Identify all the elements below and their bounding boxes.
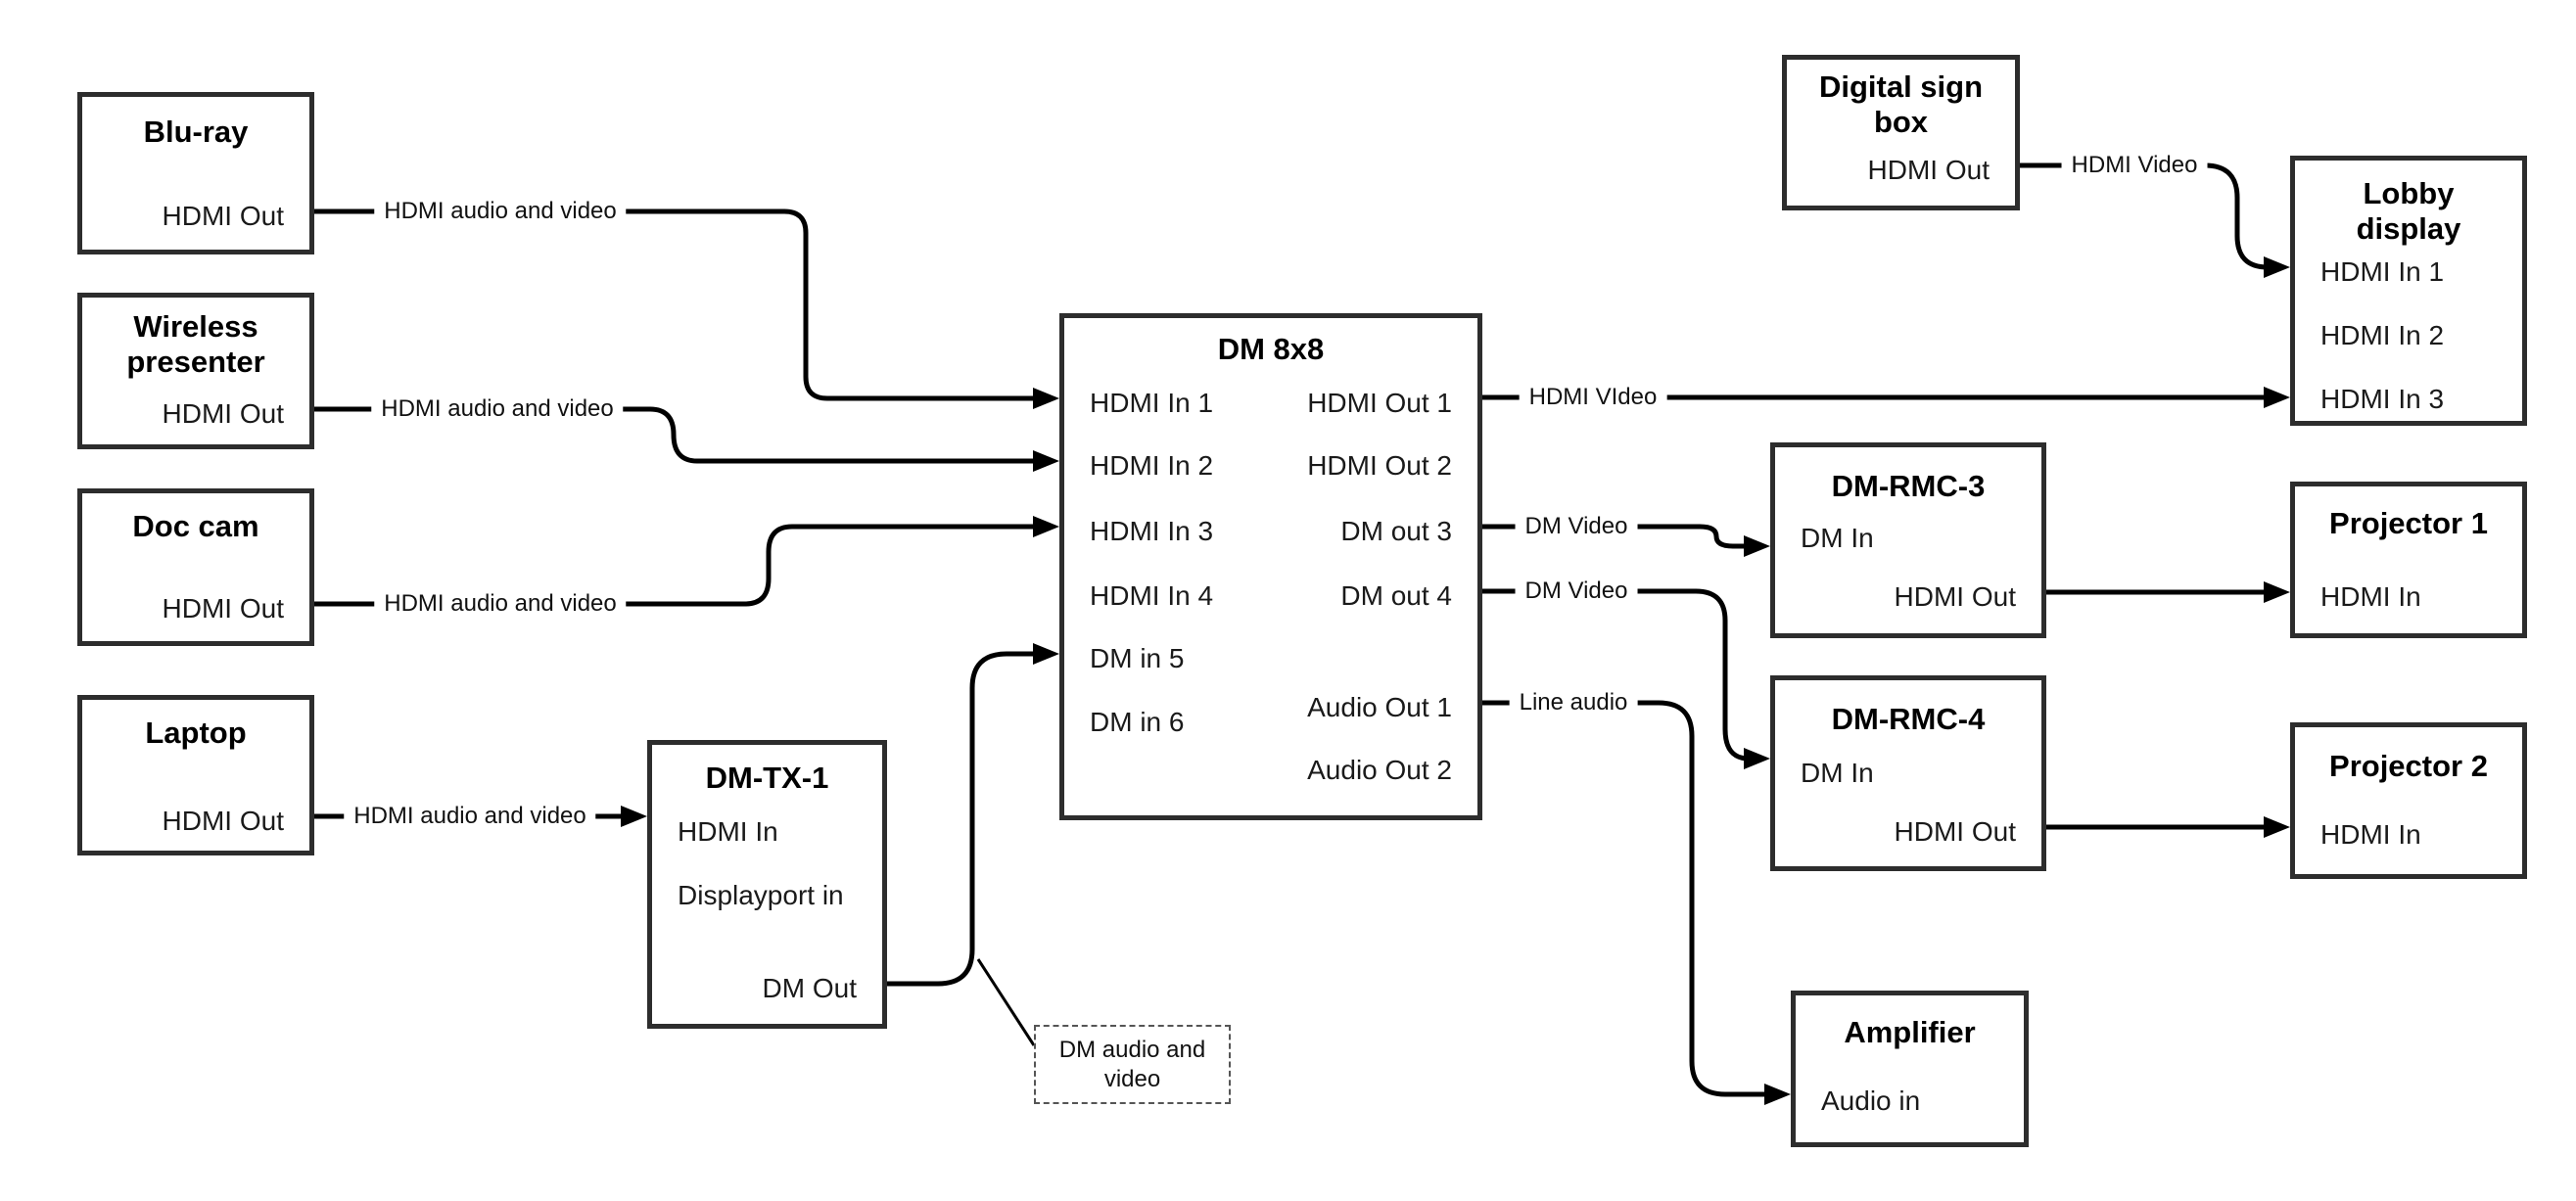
arrowhead	[1033, 643, 1059, 665]
port-displayport-in: Displayport in	[678, 880, 844, 910]
arrowhead	[621, 806, 647, 827]
node-title: DM-TX-1	[705, 761, 829, 795]
node-title: DM-RMC-3	[1831, 469, 1986, 503]
port-hdmi-out: HDMI Out	[1867, 155, 1990, 185]
annotation-leader-line	[976, 958, 1036, 1046]
node-title: Digital sign box	[1818, 69, 1984, 139]
node-title: Doc cam	[132, 509, 259, 543]
node-amplifier: Amplifier Audio in	[1791, 991, 2029, 1147]
arrowhead	[1033, 450, 1059, 472]
port-hdmi-out: HDMI Out	[162, 806, 284, 836]
annotation-text: DM audio and video	[1058, 1036, 1206, 1092]
node-bluray: Blu-ray HDMI Out	[77, 92, 314, 254]
port-dm-out: DM Out	[762, 973, 857, 1003]
arrowhead	[1764, 1084, 1791, 1105]
port-dm-out-3: DM out 3	[1340, 516, 1452, 546]
wire-dmout4-to-rmc4	[1482, 588, 1750, 762]
port-hdmi-in-3: HDMI In 3	[2320, 384, 2445, 414]
node-title: DM 8x8	[1217, 332, 1325, 366]
node-laptop: Laptop HDMI Out	[77, 695, 314, 855]
port-hdmi-in: HDMI In	[678, 816, 778, 847]
wire-label-hdmi-audio-video-4: HDMI audio and video	[344, 802, 596, 831]
wire-label-dm-video-2: DM Video	[1515, 577, 1638, 606]
node-title: Projector 2	[2329, 749, 2488, 783]
arrowhead	[1744, 748, 1770, 769]
node-dm-rmc-3: DM-RMC-3 DM In HDMI Out	[1770, 442, 2046, 638]
node-title: Amplifier	[1844, 1015, 1976, 1049]
port-hdmi-out: HDMI Out	[162, 398, 284, 429]
node-title: Projector 1	[2329, 506, 2488, 540]
node-dm-tx-1: DM-TX-1 HDMI In Displayport in DM Out	[647, 740, 887, 1029]
wire-label-hdmi-video-sign: HDMI Video	[2061, 151, 2208, 180]
port-hdmi-in: HDMI In	[2320, 581, 2421, 612]
node-title: DM-RMC-4	[1831, 702, 1986, 736]
wire-label-hdmi-audio-video-2: HDMI audio and video	[371, 394, 624, 424]
wire-label-line-audio: Line audio	[1509, 688, 1638, 717]
port-audio-out-1: Audio Out 1	[1307, 692, 1452, 722]
port-audio-out-2: Audio Out 2	[1307, 755, 1452, 785]
annotation-dm-audio-video: DM audio and video	[1034, 1025, 1231, 1104]
node-lobby-display: Lobby display HDMI In 1 HDMI In 2 HDMI I…	[2290, 156, 2527, 426]
wire-digitalsign-to-lobby	[2020, 162, 2269, 270]
node-title: Lobby display	[2356, 176, 2461, 246]
port-dm-in: DM In	[1801, 523, 1874, 553]
arrowhead	[2264, 816, 2290, 838]
port-hdmi-in-2: HDMI In 2	[1090, 450, 1214, 481]
node-doc-cam: Doc cam HDMI Out	[77, 488, 314, 646]
port-hdmi-in-3: HDMI In 3	[1090, 516, 1214, 546]
port-audio-in: Audio in	[1821, 1086, 1921, 1116]
port-dm-in-5: DM in 5	[1090, 643, 1185, 673]
port-dm-in-6: DM in 6	[1090, 707, 1185, 737]
port-hdmi-out-1: HDMI Out 1	[1307, 388, 1452, 418]
port-hdmi-out: HDMI Out	[1894, 816, 2016, 847]
wire-label-hdmi-video-out1: HDMI VIdeo	[1519, 383, 1667, 412]
port-hdmi-in-4: HDMI In 4	[1090, 580, 1214, 611]
port-dm-in: DM In	[1801, 758, 1874, 788]
arrowhead	[1744, 535, 1770, 557]
arrowhead	[1033, 388, 1059, 409]
arrowhead	[2264, 387, 2290, 408]
node-title: Wireless presenter	[126, 309, 265, 379]
port-hdmi-in-2: HDMI In 2	[2320, 320, 2445, 350]
port-hdmi-out: HDMI Out	[1894, 581, 2016, 612]
port-hdmi-in-1: HDMI In 1	[1090, 388, 1214, 418]
node-dm-rmc-4: DM-RMC-4 DM In HDMI Out	[1770, 675, 2046, 871]
node-digital-sign-box: Digital sign box HDMI Out	[1782, 55, 2020, 210]
node-title: Laptop	[145, 716, 247, 750]
port-hdmi-out-2: HDMI Out 2	[1307, 450, 1452, 481]
node-title: Blu-ray	[143, 115, 249, 149]
port-hdmi-out: HDMI Out	[162, 593, 284, 624]
wire-audioout1-to-amplifier	[1482, 700, 1768, 1097]
arrowhead	[2264, 256, 2290, 278]
wire-label-hdmi-audio-video-1: HDMI audio and video	[374, 197, 627, 226]
wire-label-dm-video-1: DM Video	[1515, 512, 1638, 541]
node-projector-2: Projector 2 HDMI In	[2290, 722, 2527, 879]
node-dm-8x8: DM 8x8 HDMI In 1 HDMI In 2 HDMI In 3 HDM…	[1059, 313, 1482, 820]
port-hdmi-in: HDMI In	[2320, 819, 2421, 850]
wire-dmtx1-to-dm8x8	[887, 651, 1036, 987]
wire-bluray-to-dm8x8	[314, 208, 1036, 401]
arrowhead	[2264, 581, 2290, 603]
arrowhead	[1033, 516, 1059, 537]
node-wireless-presenter: Wireless presenter HDMI Out	[77, 293, 314, 449]
port-hdmi-in-1: HDMI In 1	[2320, 256, 2445, 287]
port-hdmi-out: HDMI Out	[162, 201, 284, 231]
wire-label-hdmi-audio-video-3: HDMI audio and video	[374, 589, 627, 619]
node-projector-1: Projector 1 HDMI In	[2290, 482, 2527, 638]
port-dm-out-4: DM out 4	[1340, 580, 1452, 611]
